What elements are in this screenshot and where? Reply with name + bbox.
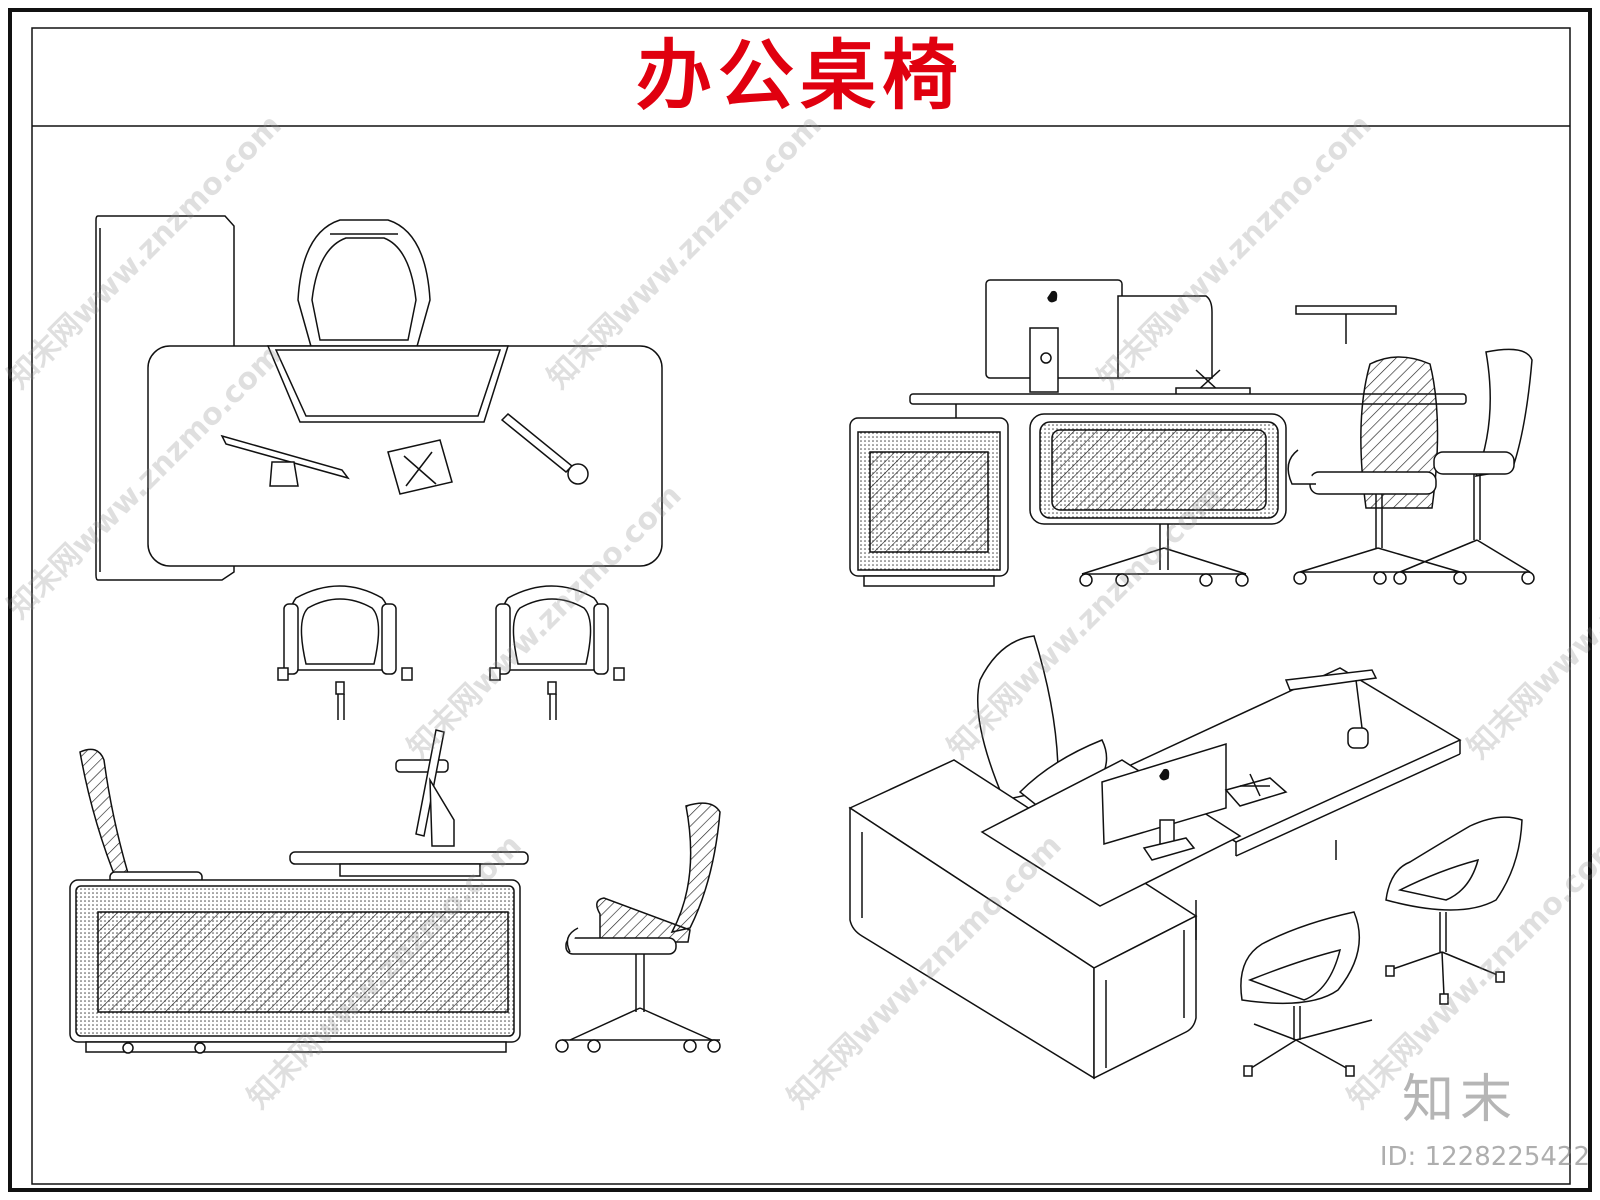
watermark-id: ID: 1228225422: [1379, 1142, 1590, 1172]
side-monitor: [395, 729, 455, 847]
front-monitor: [985, 279, 1123, 393]
plan-accessory: [387, 439, 453, 495]
plan-lamp: [500, 412, 589, 485]
plan-executive-chair: [297, 219, 431, 351]
watermark-text: 知末网www.znzmo.com: [1091, 108, 1379, 396]
watermark-text: 知末网www.znzmo.com: [541, 108, 829, 396]
front-elevation: [849, 279, 1535, 587]
watermark-text: 知末网www.znzmo.com: [1461, 478, 1600, 766]
watermark-logo: 知末: [1402, 1070, 1519, 1130]
plan-view: [95, 215, 663, 720]
plan-monitor: [220, 434, 350, 487]
axonometric-view: [848, 635, 1523, 1080]
axo-guest-chair-left: [1240, 911, 1373, 1077]
sheet-title: 办公桌椅: [636, 31, 964, 120]
side-guest-chair: [555, 802, 721, 1053]
sheet-frame: [8, 8, 1592, 1192]
plan-guest-chair-right: [489, 585, 625, 720]
side-elevation: [69, 729, 721, 1054]
side-exec-chair: [79, 748, 203, 885]
front-lamp: [1295, 305, 1397, 344]
axo-return-front: [849, 806, 1095, 1080]
axo-guest-chair-right: [1385, 816, 1523, 1005]
front-desk-chair: [1287, 356, 1467, 585]
axo-exec-chair: [977, 635, 1108, 809]
axo-lamp: [1284, 669, 1378, 749]
front-side-chair: [1393, 348, 1535, 585]
front-desk-top: [909, 393, 1467, 405]
axo-monitor: [1101, 742, 1227, 861]
plan-guest-chair-left: [277, 585, 413, 720]
